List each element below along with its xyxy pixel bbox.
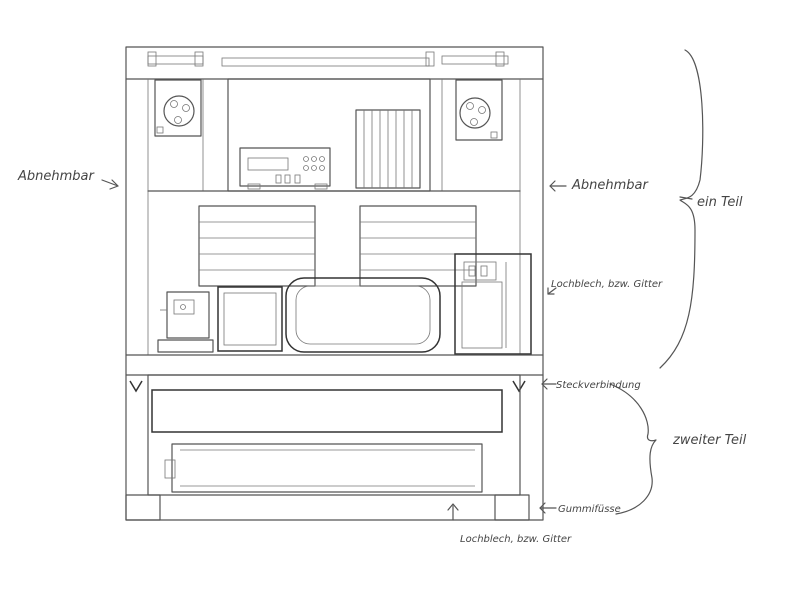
- label-abnehmbar-left: Abnehmbar: [17, 169, 96, 184]
- left-fan: [154, 79, 202, 137]
- hatched-transformer-left: [217, 286, 283, 352]
- middle-right-heatsink: [359, 205, 477, 287]
- label-ein-teil: ein Teil: [697, 195, 743, 210]
- lower-module: [147, 374, 521, 496]
- top-cover-rails: [147, 51, 509, 67]
- label-steckverbindung: Steckverbindung: [556, 380, 641, 391]
- rubber-feet: [125, 494, 530, 521]
- small-transformer: [157, 291, 214, 353]
- removable-upper-compartment: [147, 78, 521, 192]
- cabinet-frame: [125, 46, 544, 521]
- upper-control-unit: [239, 147, 331, 190]
- middle-shelf: [125, 354, 544, 393]
- brace-ein-teil: [659, 49, 704, 369]
- label-gummifuesse: Gummifüsse: [558, 504, 621, 515]
- label-lochblech-right: Lochblech, bzw. Gitter: [551, 279, 663, 290]
- right-fan: [455, 79, 503, 141]
- label-zweiter-teil: zweiter Teil: [672, 433, 747, 448]
- power-supply-box: [454, 253, 532, 355]
- hatched-ring-core: [285, 277, 441, 353]
- label-abnehmbar-right: Abnehmbar: [571, 178, 650, 193]
- middle-left-heatsink: [198, 205, 316, 287]
- label-lochblech-bottom: Lochblech, bzw. Gitter: [460, 534, 572, 545]
- brace-zweiter-teil: [609, 383, 657, 515]
- annotation-arrows: [101, 179, 693, 521]
- upper-heatsink: [355, 109, 421, 189]
